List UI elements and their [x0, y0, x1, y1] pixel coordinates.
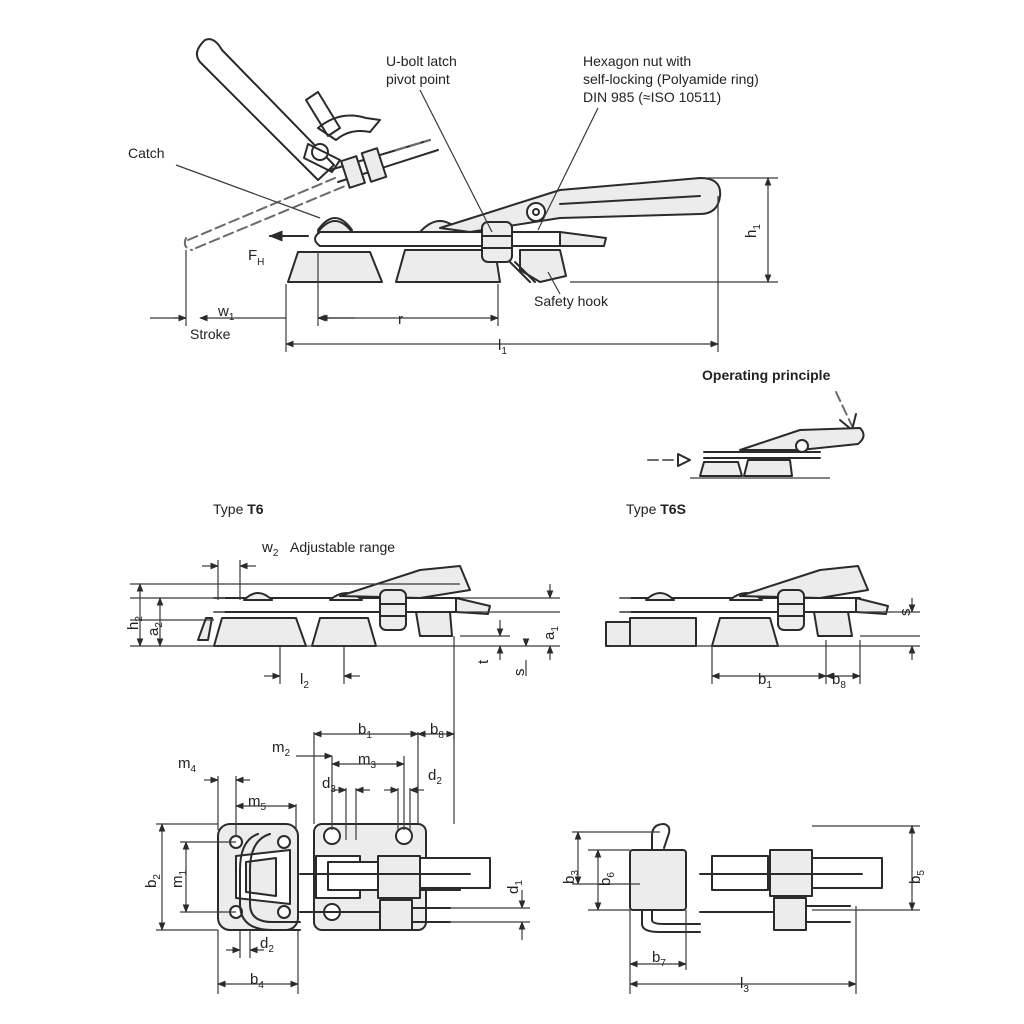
dim-l3: l3: [740, 975, 749, 995]
dim-b2: b2: [143, 874, 163, 888]
dim-m2: m2: [272, 739, 291, 759]
dim-m3: m3: [358, 751, 377, 771]
dim-b4: b4: [250, 971, 264, 991]
label-safety-hook: Safety hook: [534, 293, 609, 309]
dim-r: r: [398, 311, 403, 328]
dim-b5: b5: [907, 870, 927, 884]
dim-m1: m1: [169, 870, 189, 889]
dim-d2-top: d2: [428, 767, 442, 787]
dim-m5: m5: [248, 793, 267, 813]
dim-l1: l1: [498, 337, 507, 357]
dim-fh: FH: [248, 247, 264, 268]
label-stroke: Stroke: [190, 326, 231, 342]
dim-d2-bottom: d2: [260, 935, 274, 955]
dim-t: t: [475, 659, 492, 664]
dim-a1: a1: [541, 626, 561, 640]
label-adjustable-range: Adjustable range: [290, 539, 395, 555]
label-catch: Catch: [128, 145, 165, 161]
type-t6s-title: Type T6S: [626, 501, 686, 517]
plan-view-t6: b1 b8 m2 m3 d3 d2 m4 m5 b2 m1 d1 d2: [143, 721, 530, 994]
hex-nut: [481, 221, 513, 263]
type-t6-side: Type T6 h2 a2 w2 Adjustable range l2: [125, 501, 561, 740]
dim-l2: l2: [300, 671, 309, 691]
label-hexnut-3: DIN 985 (≈ISO 10511): [583, 89, 721, 105]
dim-h1: h1: [743, 224, 763, 238]
label-ubolt-1: U-bolt latch: [386, 53, 457, 69]
handle: [439, 177, 722, 233]
dim-a2: a2: [145, 622, 165, 636]
dim-d1: d1: [505, 880, 525, 894]
dim-h2: h2: [125, 616, 145, 630]
dim-t6s-s: s: [897, 609, 914, 617]
type-t6s-side: Type T6S s b1 b8: [605, 501, 920, 691]
pivot-pin: [526, 202, 546, 222]
dim-w1: w1: [217, 303, 235, 323]
safety-hook: [519, 249, 567, 283]
dim-b6: b6: [597, 872, 617, 886]
dim-b3: b3: [561, 870, 581, 884]
catch-base: [287, 217, 383, 283]
label-hexnut-2: self-locking (Polyamide ring): [583, 71, 759, 87]
plan-view-t6s: b3 b6 b5 b7 l3: [561, 823, 927, 995]
dim-d3: d3: [322, 775, 336, 795]
dim-t6s-b8: b8: [832, 671, 846, 691]
dim-b7: b7: [652, 949, 666, 969]
dim-s: s: [511, 669, 528, 677]
dim-m4: m4: [178, 755, 197, 775]
label-ubolt-2: pivot point: [386, 71, 450, 87]
dim-plan-b1: b1: [358, 721, 372, 741]
dim-w2: w2: [261, 539, 279, 559]
clamp-base: [395, 220, 501, 283]
dim-plan-b8: b8: [430, 721, 444, 741]
u-bolt-rod: [319, 231, 561, 247]
label-hexnut-1: Hexagon nut with: [583, 53, 691, 69]
open-position-ghost: [183, 38, 439, 251]
operating-principle: Operating principle: [647, 367, 865, 479]
type-t6-title: Type T6: [213, 501, 264, 517]
main-view-annotations: Catch U-bolt latch pivot point Hexagon n…: [128, 53, 778, 357]
operating-principle-title: Operating principle: [702, 367, 831, 383]
dim-t6s-b1: b1: [758, 671, 772, 691]
main-side-view: [183, 38, 722, 283]
